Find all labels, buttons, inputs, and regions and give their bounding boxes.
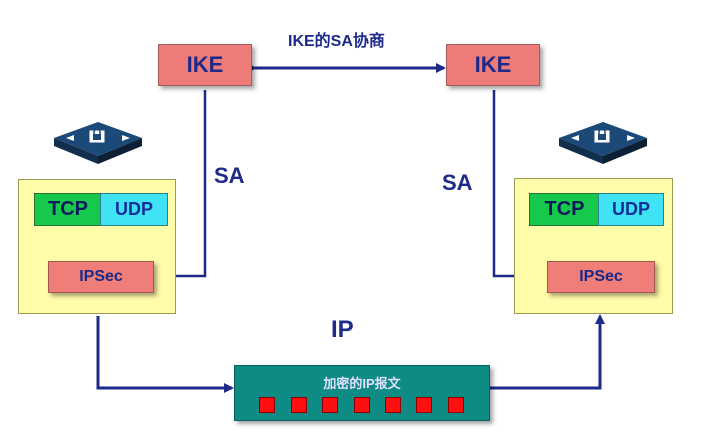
encrypted-packet: 加密的IP报文 bbox=[234, 365, 490, 421]
payload-block bbox=[354, 397, 370, 413]
payload-block bbox=[259, 397, 275, 413]
router-lock-icon-left bbox=[54, 122, 142, 164]
packet-label: 加密的IP报文 bbox=[323, 376, 401, 391]
right-ike-box: IKE bbox=[446, 44, 540, 86]
left-tcp-box: TCP bbox=[34, 193, 102, 226]
payload-block bbox=[385, 397, 401, 413]
payload-block bbox=[322, 397, 338, 413]
right-tcp-box: TCP bbox=[529, 193, 600, 226]
left-ike-box: IKE bbox=[158, 44, 252, 86]
left-ipsec-box: IPSec bbox=[48, 261, 154, 293]
left-to-packet-arrow bbox=[96, 316, 234, 393]
left-udp-box: UDP bbox=[100, 193, 168, 226]
ip-label: IP bbox=[331, 316, 354, 343]
right-udp-box: UDP bbox=[598, 193, 664, 226]
right-sa-label: SA bbox=[442, 170, 473, 195]
payload-block bbox=[291, 397, 307, 413]
payload-block bbox=[448, 397, 464, 413]
router-lock-icon-right bbox=[559, 122, 647, 164]
packet-to-right-arrow bbox=[490, 314, 605, 390]
negotiation-title: IKE的SA协商 bbox=[288, 33, 385, 50]
right-ipsec-box: IPSec bbox=[547, 261, 655, 293]
left-sa-label: SA bbox=[214, 163, 245, 188]
payload-block bbox=[416, 397, 432, 413]
